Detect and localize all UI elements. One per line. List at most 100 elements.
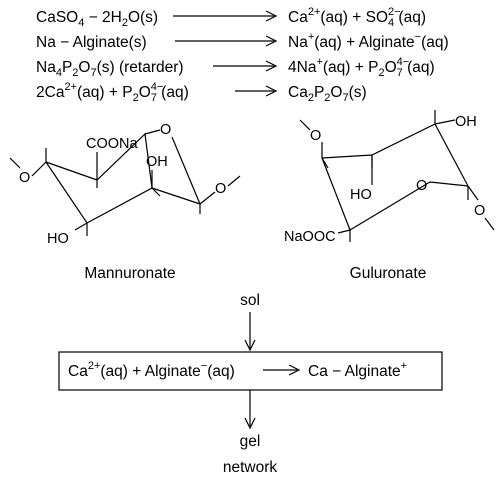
text-run: Na − Alginate(s) [36, 34, 147, 51]
superscript: 4− [397, 56, 410, 68]
text-run: (aq) [403, 59, 435, 76]
text-run: CaSO [36, 9, 78, 26]
guluronate-carboxyl-bond [337, 229, 351, 234]
gelation-flow: sol Ca2+(aq) + Alginate−(aq) Ca − Algina… [58, 292, 443, 476]
eq1-arrowhead [265, 10, 278, 22]
guluronate-left-linker-tail [299, 119, 311, 131]
flow-reaction-product: Ca − Alginate+ [308, 360, 407, 380]
superscript: 2+ [64, 81, 77, 93]
guluronate-right-linker-oxygen: O [474, 203, 485, 219]
superscript: 2+ [88, 360, 101, 372]
text-run: (aq) [157, 84, 189, 101]
text-run: (aq) [207, 363, 235, 380]
text-run: Ca − Alginate [308, 363, 401, 380]
superscript: + [401, 360, 407, 372]
mannuronate-right-linker-tail [227, 175, 241, 187]
flow-arrowhead-1 [244, 339, 256, 352]
subscript: 4 [78, 17, 84, 29]
subscript: 7 [397, 67, 403, 79]
text-run: Ca [288, 84, 308, 101]
flow-network-label: network [223, 459, 278, 476]
eq2-reactants: Na − Alginate(s) [36, 34, 147, 51]
mannuronate-right-linker-bond [199, 191, 216, 205]
text-run: (aq) + P [323, 59, 379, 76]
text-run: (s) [349, 84, 367, 101]
text-run: − 2H [84, 9, 121, 26]
subscript: 7 [151, 92, 157, 104]
mannuronate-left-linker-oxygen: O [19, 170, 30, 186]
flow-sol-label: sol [240, 292, 260, 309]
guluronate-oh-bond [434, 119, 456, 125]
mannuronate-ring-to-oxygen-bond-a [144, 129, 161, 135]
text-run: P [314, 84, 324, 101]
guluronate-right-linker-bond [467, 185, 479, 201]
eq3-arrowhead [265, 60, 278, 72]
text-run: Ca [68, 363, 88, 380]
mannuronate-left-linker-bond-2 [31, 161, 47, 177]
eq2-products: Na+(aq) + Alginate−(aq) [288, 31, 449, 51]
text-run: (aq) + SO [320, 9, 388, 26]
subscript: 2 [133, 92, 139, 104]
superscript: + [316, 56, 322, 68]
text-run: 4Na [288, 59, 317, 76]
equation-3: Na4P2O7(s) (retarder) 4Na+(aq) + P2O4−7 … [36, 56, 435, 79]
eq1-reactants: CaSO4 − 2H2O(s) [36, 9, 158, 29]
flow-arrowhead-2 [244, 417, 256, 430]
guluronate-structure: O HO OH O O NaOOC Guluronate [284, 110, 495, 282]
flow-gel-label: gel [240, 433, 261, 450]
subscript: 7 [90, 67, 96, 79]
mannuronate-right-linker-oxygen: O [215, 181, 226, 197]
subscript: 7 [342, 92, 348, 104]
equation-4: 2Ca2+(aq) + P2O4−7 (aq) Ca2P2O7(s) [36, 81, 367, 104]
eq1-products: Ca2+(aq) + SO2−4 (aq) [288, 6, 426, 29]
eq3-products: 4Na+(aq) + P2O4−7 (aq) [288, 56, 435, 79]
text-run: O [385, 59, 397, 76]
mannuronate-c5-to-ring-bond [151, 187, 201, 205]
text-run: O [78, 59, 90, 76]
text-run: Ca [288, 9, 308, 26]
text-run: Na [288, 34, 308, 51]
subscript: 2 [122, 17, 128, 29]
subscript: 4 [388, 17, 394, 29]
eq3-reactants: Na4P2O7(s) (retarder) [36, 59, 184, 79]
equation-1: CaSO4 − 2H2O(s) Ca2+(aq) + SO2−4 (aq) [36, 6, 426, 29]
subscript: 2 [308, 92, 314, 104]
eq4-reactants: 2Ca2+(aq) + P2O4−7 (aq) [36, 81, 189, 104]
text-run: (aq) + Alginate [100, 363, 200, 380]
guluronate-right-linker-tail [484, 217, 495, 231]
superscript: 4− [151, 81, 164, 93]
text-run: (aq) + P [77, 84, 133, 101]
guluronate-c1-stub [321, 157, 329, 169]
mannuronate-label: Mannuronate [84, 265, 175, 282]
subscript: 2 [72, 67, 78, 79]
text-run: (s) (retarder) [97, 59, 184, 76]
guluronate-label: Guluronate [350, 265, 427, 282]
mannuronate-carboxyl-group: COONa [86, 136, 139, 152]
mannuronate-c4-h-stub [151, 187, 161, 197]
eq2-arrowhead [265, 35, 278, 47]
mannuronate-ring-oxygen: O [160, 122, 171, 138]
equation-2: Na − Alginate(s) Na+(aq) + Alginate−(aq) [36, 31, 449, 51]
text-run: O(s) [128, 9, 158, 26]
mannuronate-top-hydroxyl: OH [146, 154, 168, 170]
flow-reaction-reactants: Ca2+(aq) + Alginate−(aq) [68, 360, 235, 380]
text-run: O [330, 84, 342, 101]
subscript: 2 [324, 92, 330, 104]
guluronate-top-hydroxyl: OH [455, 114, 477, 130]
text-run: O [139, 84, 151, 101]
mannuronate-ring-to-oxygen-bond-b [171, 136, 201, 205]
reaction-equations: CaSO4 − 2H2O(s) Ca2+(aq) + SO2−4 (aq) Na… [36, 6, 449, 104]
text-run: (aq) [421, 34, 449, 51]
mannuronate-ring [45, 132, 153, 224]
superscript: − [201, 360, 207, 372]
guluronate-left-linker-oxygen: O [310, 128, 321, 144]
mannuronate-structure: O O O COONa OH HO Mannuronate [9, 122, 241, 282]
eq4-arrowhead [265, 85, 278, 97]
guluronate-mid-hydroxyl: HO [350, 187, 372, 203]
text-run: Na [36, 59, 56, 76]
superscript: 2+ [308, 6, 321, 18]
mannuronate-left-linker-bond-1 [9, 157, 21, 169]
guluronate-ring [321, 123, 470, 231]
guluronate-ring-oxygen: O [416, 178, 427, 194]
